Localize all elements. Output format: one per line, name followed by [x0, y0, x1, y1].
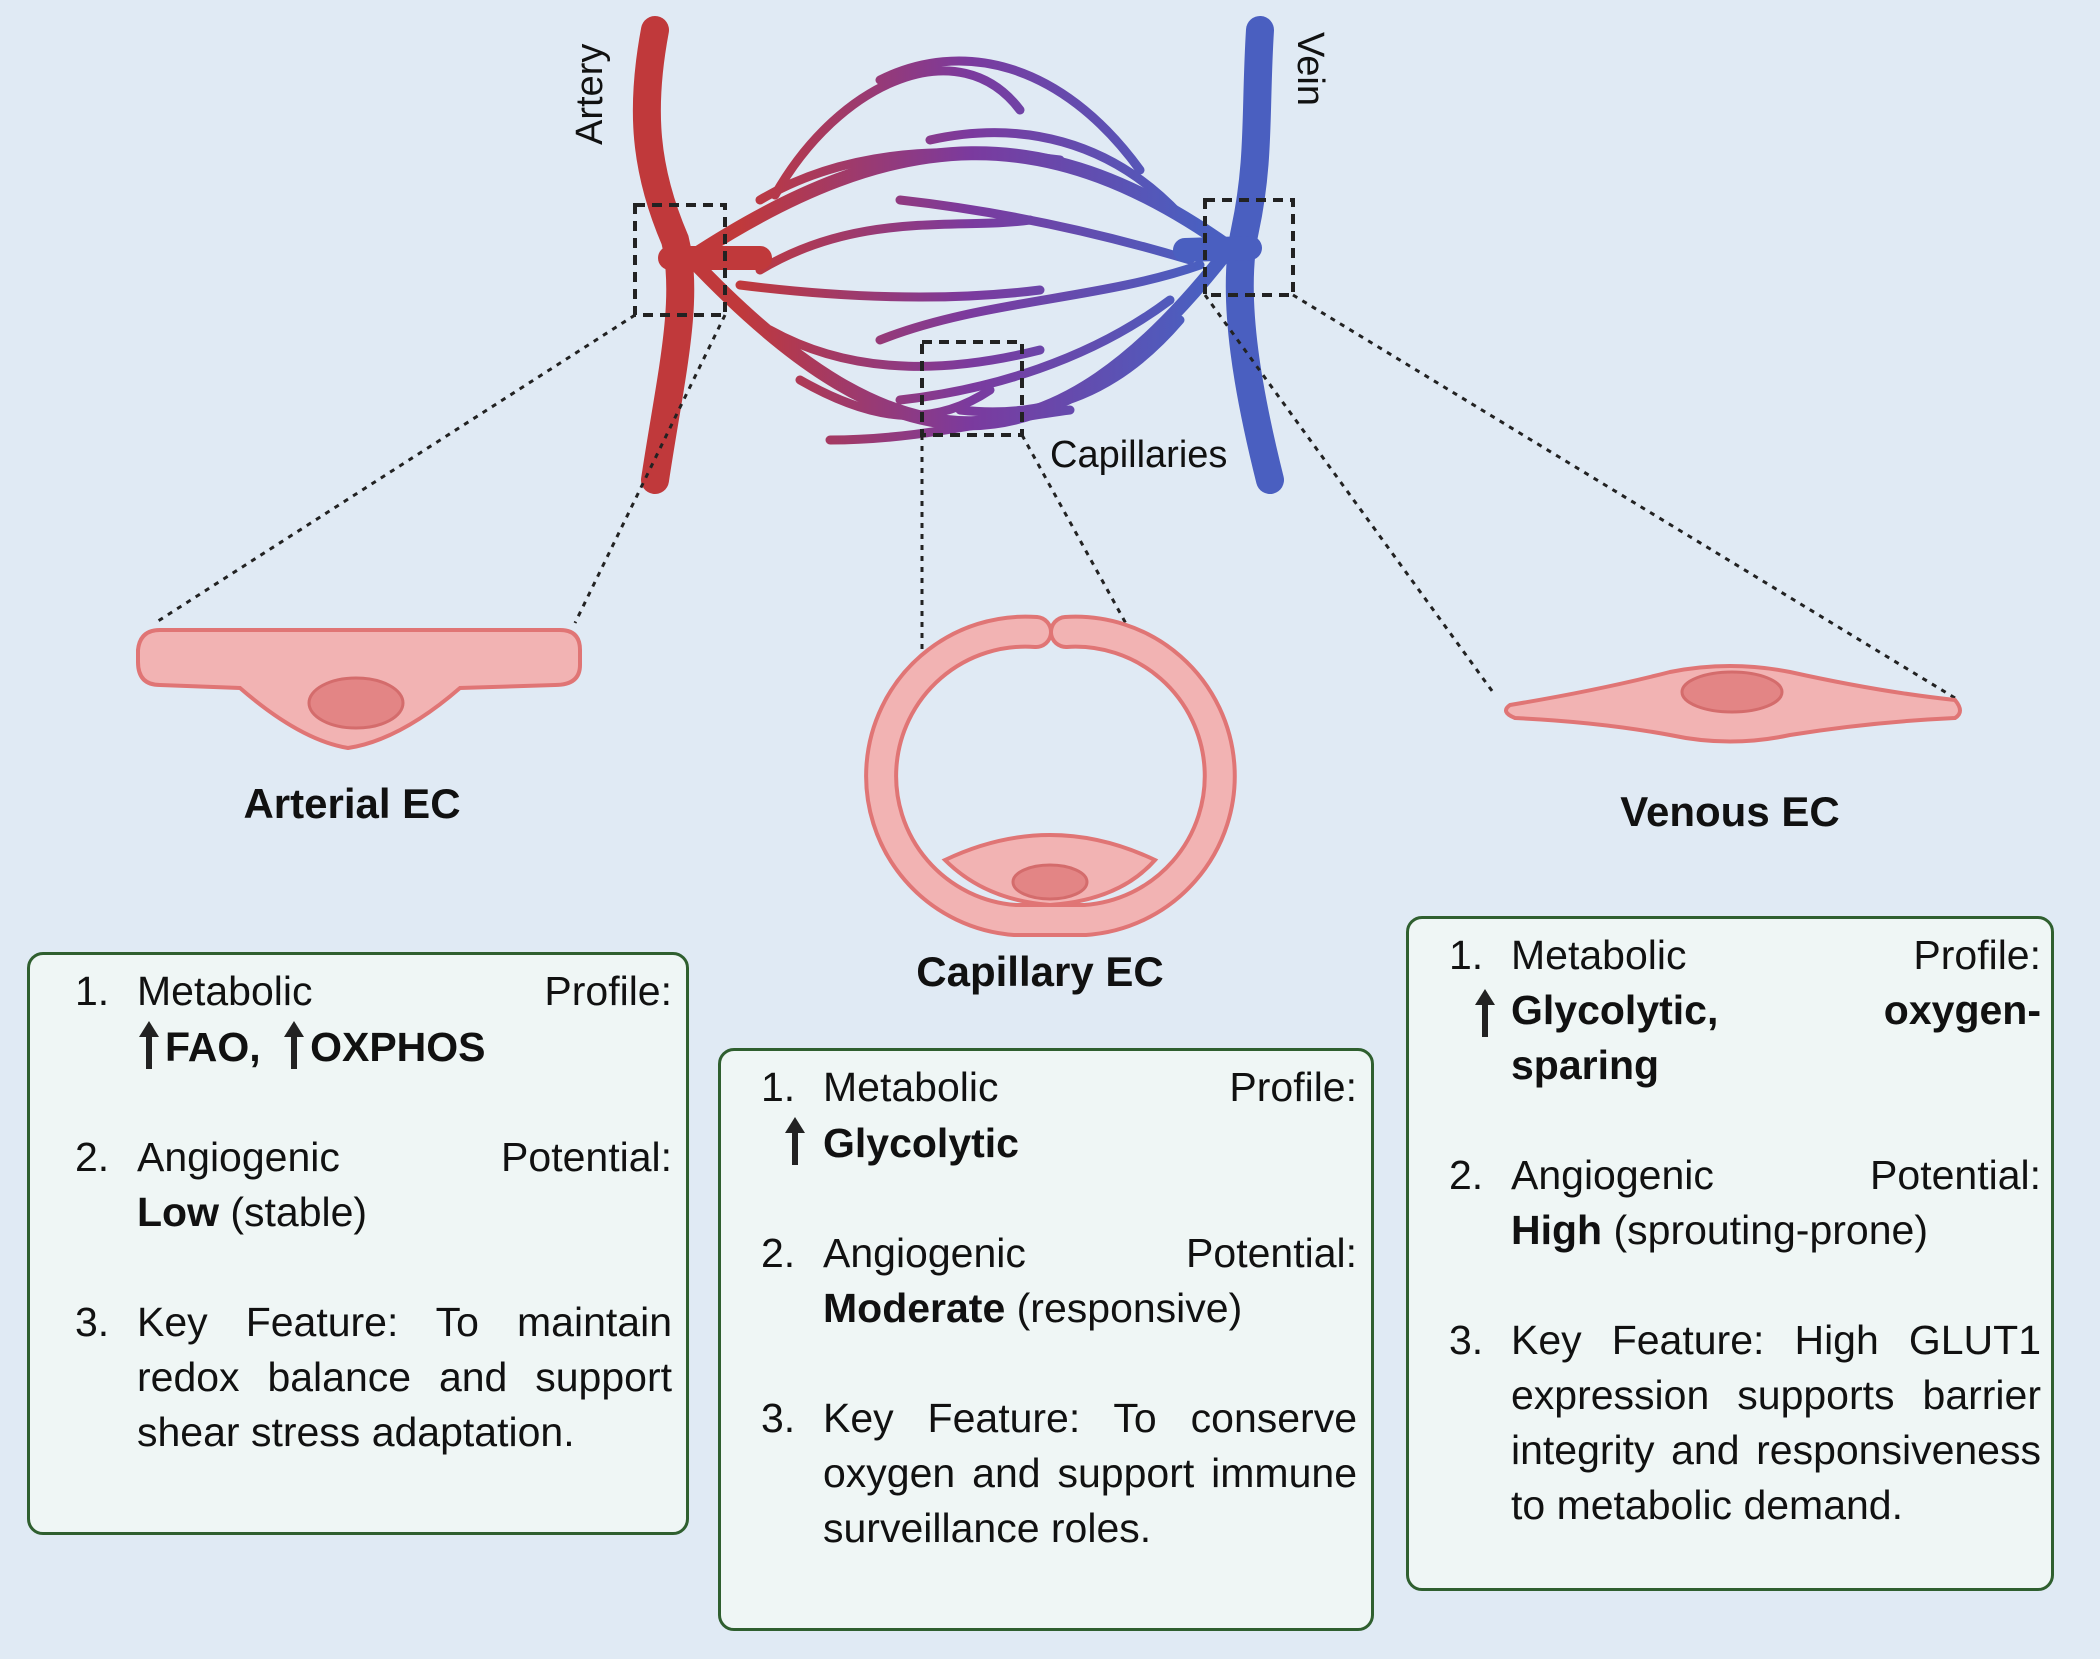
capillary-key-feature-item: 3. Key Feature: To conserve oxygen and s…: [761, 1395, 1357, 1551]
capillaries-label: Capillaries: [1050, 434, 1227, 476]
artery-label: Artery: [569, 44, 611, 145]
capillary-ec-cell: [864, 614, 1237, 937]
venous-ec-title: Venous EC: [1620, 788, 1840, 835]
venous-ec-cell: [1504, 664, 1962, 744]
up-arrow-icon: [785, 1117, 805, 1165]
arterial-nucleus: [307, 676, 405, 730]
capillary-nucleus: [1011, 863, 1089, 901]
arterial-ec-title: Arterial EC: [243, 780, 461, 827]
arterial-ec-cell: [136, 628, 582, 751]
venous-key-feature-item: 3. Key Feature: High GLUT1 expression su…: [1449, 1317, 2041, 1528]
up-arrow-icon: [284, 1021, 305, 1069]
up-arrow-icon: [1475, 989, 1495, 1037]
vein: [1173, 16, 1284, 494]
zoom-markers: [633, 198, 1295, 437]
zoom-lines: [154, 293, 1956, 700]
vein-label: Vein: [1289, 32, 1331, 106]
capillary-bed: [683, 56, 1237, 445]
up-arrow-icon: [139, 1021, 159, 1069]
capillary-ec-title: Capillary EC: [916, 948, 1164, 995]
venous-nucleus: [1680, 670, 1784, 714]
arterial-key-feature-item: 3. Key Feature: To maintain redox balanc…: [75, 1299, 672, 1455]
artery: [632, 16, 772, 494]
